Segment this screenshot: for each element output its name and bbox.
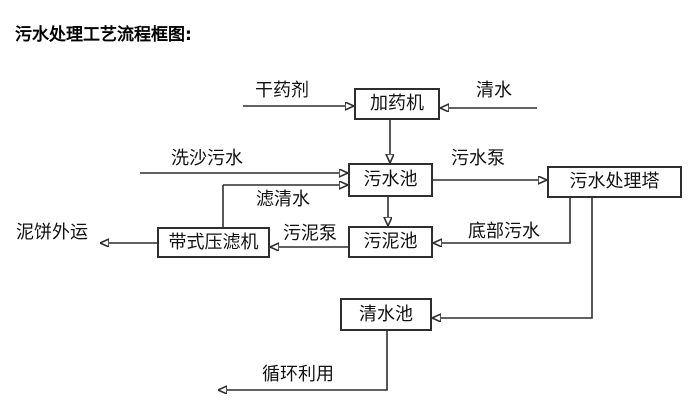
page-title: 污水处理工艺流程框图: (15, 25, 192, 45)
edge-label-dry-chemical: 干药剂 (255, 80, 309, 101)
arrow-tower-bottom-sewage-to-sludge-pool (442, 198, 571, 243)
node-clear-water-pool: 清水池 (340, 298, 432, 331)
edge-label-sewage-pump: 污水泵 (451, 148, 505, 169)
edge-label-clear-water: 清水 (476, 80, 512, 101)
edge-label-mud-cake-out: 泥饼外运 (16, 222, 88, 243)
edge-label-filtered-water: 滤清水 (256, 189, 310, 210)
edge-label-sludge-pump: 污泥泵 (283, 223, 337, 244)
node-treatment-tower-label: 污水处理塔 (569, 171, 660, 192)
arrow-tower-to-clear-water-pool (441, 198, 593, 318)
node-sewage-pool: 污水池 (348, 163, 433, 197)
node-clear-water-pool-label: 清水池 (359, 303, 413, 325)
edge-label-recycle-use: 循环利用 (262, 364, 334, 385)
edge-label-bottom-sewage: 底部污水 (468, 221, 540, 242)
node-sludge-pool-label: 污泥池 (363, 231, 418, 252)
node-sewage-pool-label: 污水池 (363, 169, 418, 190)
node-sludge-pool: 污泥池 (348, 226, 433, 258)
node-belt-filter-press-label: 带式压滤机 (168, 231, 259, 253)
node-treatment-tower: 污水处理塔 (547, 166, 682, 198)
node-dosing-machine: 加药机 (354, 88, 440, 120)
arrow-clear-water-pool-to-recycle (227, 331, 388, 390)
node-dosing-machine-label: 加药机 (370, 93, 424, 114)
edge-label-sand-washing-sewage: 洗沙污水 (171, 148, 243, 169)
node-belt-filter-press: 带式压滤机 (157, 227, 270, 258)
